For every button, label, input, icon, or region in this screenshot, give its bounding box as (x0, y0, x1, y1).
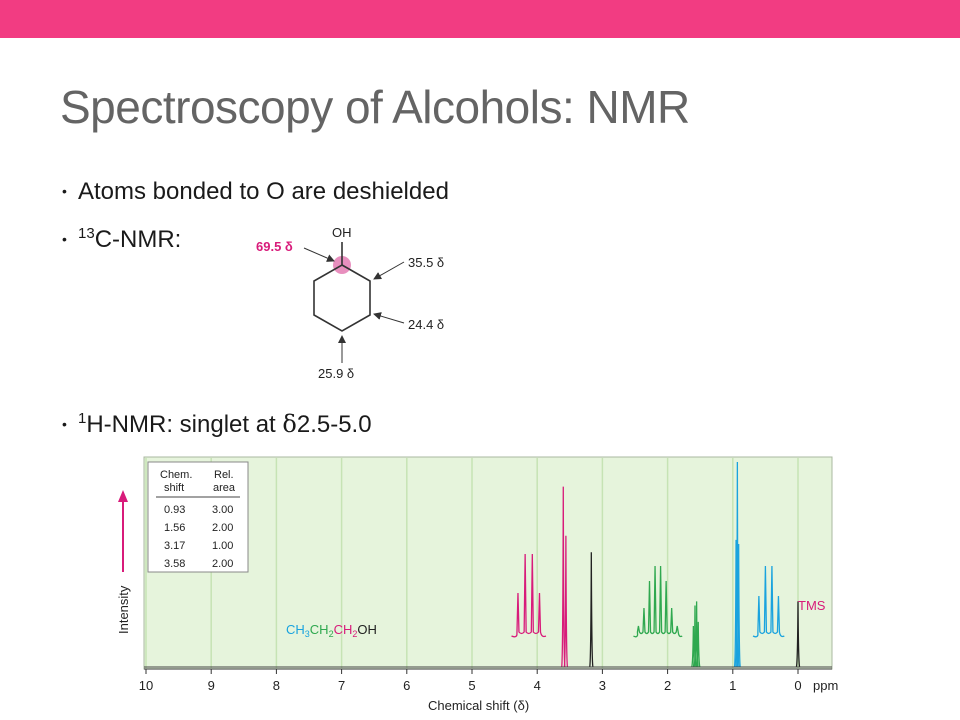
x-tick-label: 1 (729, 678, 736, 693)
multiplet-insets (511, 553, 785, 638)
spectrum-peak (563, 535, 569, 668)
bullet-atoms-bonded: • Atoms bonded to O are deshielded (62, 178, 449, 206)
table-cell-shift: 1.56 (164, 522, 185, 534)
table-cell-area: 1.00 (212, 540, 233, 552)
bullet-dot: • (62, 183, 67, 199)
shift-c2-label: 35.5 δ (408, 255, 444, 270)
propanol-formula: CH3CH2CH2OH (286, 622, 377, 639)
x-tick-label: 5 (468, 678, 475, 693)
table-header-shift-2: shift (164, 482, 184, 494)
x-tick-label: 10 (139, 678, 153, 693)
multiplet-inset (511, 553, 547, 638)
shift-c3-label: 24.4 δ (408, 317, 444, 332)
table-header-area-1: Rel. (214, 469, 234, 481)
shift-c4-label: 25.9 δ (318, 366, 354, 381)
oh-label: OH (332, 225, 352, 240)
x-tick-label: 9 (208, 678, 215, 693)
shift-c1-label: 69.5 δ (256, 239, 293, 254)
x-tick-label: 3 (599, 678, 606, 693)
table-cell-area: 3.00 (212, 504, 233, 516)
formula-part: CH (286, 622, 305, 637)
cyclohexanol-13c-diagram: OH 69.5 δ 35.5 δ 24.4 δ 25.9 δ (256, 225, 444, 381)
arrow-c1 (303, 247, 335, 262)
formula-part: 3 (305, 629, 310, 639)
bullet-text: C-NMR: (94, 226, 182, 253)
chemical-shift-table: Chem. shift Rel. area 0.93 3.00 1.56 2.00 3.… (147, 461, 249, 573)
formula-part: 2 (352, 629, 357, 639)
intensity-arrow-head (118, 490, 128, 502)
table-header-area-2: area (213, 482, 236, 494)
tms-label: TMS (798, 598, 826, 613)
y-axis-title: Intensity (116, 585, 131, 634)
bullet-13c-nmr: • 13C-NMR: (62, 226, 181, 254)
spectrum-peak (691, 625, 696, 668)
formula-part: CH (310, 622, 329, 637)
x-tick-label: 2 (664, 678, 671, 693)
x-tick-label: 0 (794, 678, 801, 693)
table-cell-area: 2.00 (212, 558, 233, 570)
x-tick-label: 7 (338, 678, 345, 693)
arrow-c2 (373, 261, 405, 280)
x-tick-label: 4 (534, 678, 541, 693)
cyclohexane-ring (313, 264, 371, 332)
spectrum-peak (733, 539, 739, 668)
spectrum-peak (736, 543, 741, 668)
arrow-c3 (373, 312, 405, 324)
multiplet-inset (752, 565, 785, 638)
formula-part: CH (334, 622, 353, 637)
formula-part: OH (357, 622, 377, 637)
x-tick-label: 8 (273, 678, 280, 693)
spectrum-peak (589, 552, 594, 668)
table-body: 0.93 3.00 1.56 2.00 3.17 1.00 3.58 2.00 (164, 504, 233, 570)
table-cell-shift: 3.17 (164, 540, 185, 552)
bullet-text: H-NMR: singlet at (86, 411, 283, 438)
bullet-dot: • (62, 231, 67, 247)
multiplet-inset (633, 565, 683, 638)
isotope-superscript: 1 (78, 410, 87, 427)
plot-background (143, 456, 833, 670)
formula-part: 2 (329, 629, 334, 639)
slide-title: Spectroscopy of Alcohols: NMR (60, 81, 690, 133)
shift-range: 2.5-5.0 (296, 411, 372, 438)
bullet-dot: • (62, 416, 67, 432)
table-header-shift-1: Chem. (160, 469, 192, 481)
top-accent-bar (0, 0, 960, 38)
delta-symbol: δ (282, 410, 297, 438)
bullet-1h-nmr: • 1H-NMR: singlet at δ2.5-5.0 (62, 410, 372, 439)
spectrum-peak (561, 486, 566, 668)
spectrum-peaks (561, 461, 801, 668)
spectrum-peak (795, 601, 801, 668)
table-cell-area: 2.00 (212, 522, 233, 534)
table-cell-shift: 3.58 (164, 558, 185, 570)
x-axis-title: Chemical shift (δ) (428, 698, 529, 713)
isotope-superscript: 13 (78, 225, 95, 242)
x-axis-unit: ppm (813, 678, 838, 693)
bullet-text: Atoms bonded to O are deshielded (78, 178, 449, 205)
table-cell-shift: 0.93 (164, 504, 185, 516)
x-tick-label: 6 (403, 678, 410, 693)
